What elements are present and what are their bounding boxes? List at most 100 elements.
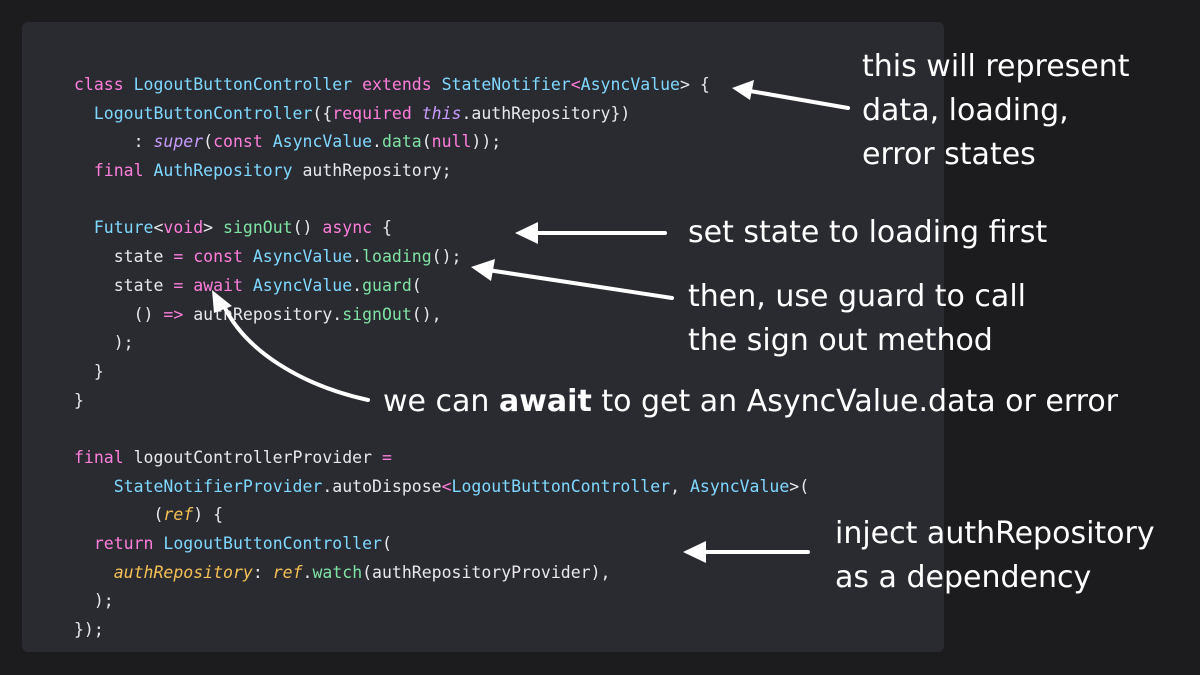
code-token: .: [352, 247, 363, 267]
annotation-await-bold: await: [498, 384, 592, 419]
code-line: });: [74, 616, 809, 645]
code-line: (ref) {: [74, 501, 809, 530]
code-token: null: [431, 132, 472, 152]
code-token: ref: [163, 505, 194, 525]
code-token: signOut: [342, 304, 412, 324]
code-token: (),: [411, 304, 442, 324]
code-block: class LogoutButtonController extends Sta…: [74, 71, 809, 645]
annotation-await-prefix: we can: [383, 384, 499, 419]
annotation-guard: then, use guard to call the sign out met…: [688, 275, 1026, 363]
code-token: = const: [173, 247, 253, 267]
code-token: state: [74, 247, 174, 267]
code-token: <: [153, 218, 164, 238]
code-token: authRepository: [113, 562, 253, 582]
code-token: StateNotifierProvider: [113, 476, 323, 496]
annotation-await-suffix: to get an AsyncValue.data or error: [591, 384, 1119, 419]
code-token: .authRepository}): [461, 103, 631, 123]
code-token: (: [411, 275, 422, 295]
code-token: LogoutButtonController: [163, 534, 382, 553]
code-token: }: [74, 390, 84, 410]
code-token: >(: [789, 476, 810, 496]
code-line: final logoutControllerProvider =: [74, 444, 809, 473]
code-token: = await: [173, 275, 253, 295]
code-line: );: [74, 329, 809, 358]
code-token: AsyncValue: [252, 247, 353, 267]
code-token: (: [421, 132, 432, 152]
annotation-line: then, use guard to call: [688, 279, 1026, 314]
code-token: AsyncValue: [580, 75, 680, 94]
code-token: ,: [670, 476, 690, 496]
code-token: {: [382, 218, 392, 238]
code-token: data: [381, 132, 422, 152]
code-token: LogoutButtonController: [451, 476, 671, 496]
code-token: =: [381, 447, 392, 467]
annotation-line: inject authRepository: [835, 516, 1155, 551]
code-token: (): [74, 304, 164, 324]
annotation-line: the sign out method: [688, 323, 993, 358]
arrowhead: [732, 80, 754, 100]
code-panel: class LogoutButtonController extends Sta…: [22, 22, 944, 652]
annotation-line: error states: [862, 137, 1036, 172]
code-token: signOut: [223, 218, 293, 238]
code-token: loading: [362, 247, 432, 267]
annotation-loading: set state to loading first: [688, 211, 1047, 255]
code-line: : super(const AsyncValue.data(null));: [74, 128, 809, 157]
code-token: .: [372, 132, 382, 152]
code-line: );: [74, 587, 809, 616]
code-token: .: [302, 562, 313, 582]
arrowhead: [212, 290, 232, 313]
code-token: (: [203, 132, 214, 152]
code-token: AuthRepository: [153, 161, 303, 181]
code-token: <: [570, 75, 581, 94]
code-token: .autoDispose: [322, 476, 442, 496]
code-token: return: [93, 534, 164, 553]
code-token: > {: [680, 75, 710, 94]
code-token: });: [74, 620, 104, 640]
code-token: AsyncValue: [272, 132, 373, 152]
code-token: =>: [163, 304, 194, 324]
code-line: state = await AsyncValue.guard(: [74, 272, 809, 301]
code-line: }: [74, 358, 809, 387]
arrow-await: [222, 304, 370, 402]
code-token: state: [74, 275, 174, 295]
annotation-line: as a dependency: [835, 560, 1092, 595]
code-token: required: [332, 103, 422, 123]
code-line: StateNotifierProvider.autoDispose<Logout…: [74, 473, 809, 502]
code-token: );: [74, 591, 114, 611]
arrowhead: [515, 222, 538, 244]
annotation-represent: this will represent data, loading, error…: [862, 45, 1130, 177]
code-line: () => authRepository.signOut(),: [74, 301, 809, 330]
code-token: ({: [312, 103, 333, 123]
code-line: final AuthRepository authRepository;: [74, 157, 809, 186]
code-token: (: [381, 534, 392, 553]
code-token: const: [213, 132, 273, 152]
code-token: guard: [362, 275, 412, 295]
code-token: (: [74, 505, 164, 525]
arrow-guard: [486, 268, 674, 300]
code-token: ) {: [193, 505, 224, 525]
annotation-line: set state to loading first: [688, 215, 1048, 250]
code-token: Future: [93, 218, 154, 238]
annotation-line: this will represent: [862, 49, 1130, 84]
code-token: }: [74, 361, 104, 381]
code-token: <: [441, 476, 452, 496]
code-token: );: [74, 333, 134, 353]
code-token: class: [74, 75, 134, 94]
code-line: }: [74, 387, 809, 416]
code-token: :: [252, 562, 273, 582]
code-line: return LogoutButtonController(: [74, 530, 809, 559]
code-token: watch: [312, 562, 363, 582]
arrowhead: [471, 259, 495, 281]
code-line: authRepository: ref.watch(authRepository…: [74, 559, 809, 588]
code-line: Future<void> signOut() async {: [74, 214, 809, 243]
code-token: (): [292, 218, 323, 238]
code-token: super: [153, 132, 204, 152]
annotation-inject: inject authRepository as a dependency: [835, 512, 1155, 600]
arrow-represent: [748, 89, 850, 110]
code-token: AsyncValue: [689, 476, 790, 496]
annotation-line: data, loading,: [862, 93, 1069, 128]
annotation-await: we can await to get an AsyncValue.data o…: [383, 380, 1118, 424]
code-token: void: [163, 218, 204, 238]
code-line: class LogoutButtonController extends Sta…: [74, 71, 809, 100]
